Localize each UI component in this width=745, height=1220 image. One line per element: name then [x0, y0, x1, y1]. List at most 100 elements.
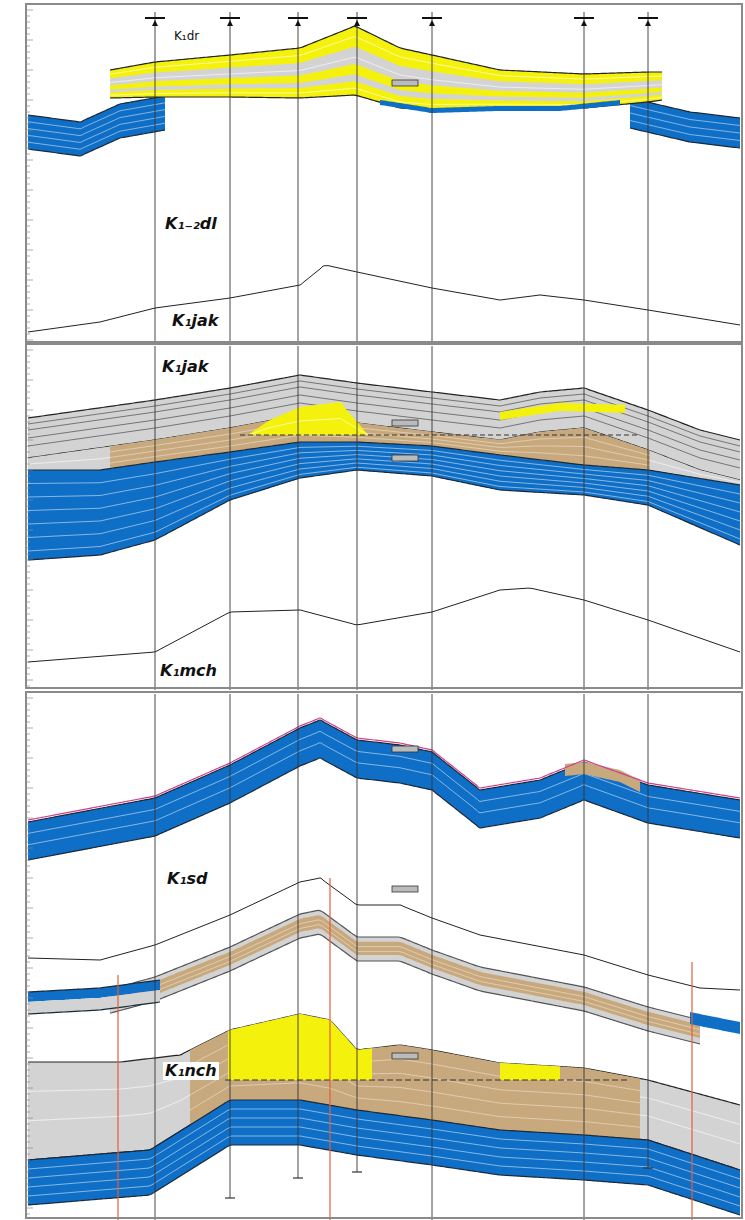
depth-tick: [26, 908, 33, 909]
well-marker: [638, 17, 658, 19]
well-arrow: [295, 20, 301, 26]
sample-box: [392, 80, 418, 86]
depth-tick: [26, 1028, 33, 1029]
depth-tick: [26, 16, 30, 17]
layer-boundary: [28, 470, 740, 560]
layer-boundary: [28, 130, 165, 156]
well-arrow: [152, 20, 158, 26]
depth-tick: [26, 1130, 30, 1131]
depth-tick: [26, 476, 30, 477]
depth-tick: [26, 340, 33, 341]
layer-stripe: [630, 121, 740, 141]
depth-tick: [26, 178, 30, 179]
well-line: [155, 346, 156, 690]
well-line: [648, 346, 649, 690]
layer-stripe: [28, 743, 740, 845]
depth-tick: [26, 656, 30, 657]
depth-tick: [26, 94, 30, 95]
layer-fill: [28, 96, 165, 156]
formation-label: K₁mch: [158, 662, 219, 680]
layer-stripe: [28, 103, 165, 129]
depth-tick: [26, 722, 30, 723]
depth-tick: [26, 536, 30, 537]
depth-tick: [26, 1124, 30, 1125]
depth-tick: [26, 548, 30, 549]
layer-fill: [690, 1012, 740, 1034]
depth-tick: [26, 1070, 30, 1071]
well-line: [155, 694, 156, 1220]
depth-tick: [26, 1082, 30, 1083]
panel-frame: [26, 344, 742, 688]
formation-label: K₁dr: [172, 30, 201, 44]
depth-tick: [26, 794, 30, 795]
depth-tick: [26, 386, 30, 387]
depth-tick: [26, 10, 33, 11]
depth-tick: [26, 1208, 33, 1209]
depth-tick: [26, 1154, 30, 1155]
depth-tick: [26, 854, 30, 855]
formation-label: K₁sd: [165, 870, 209, 888]
depth-tick: [26, 668, 30, 669]
depth-tick: [26, 782, 30, 783]
well-line: [584, 694, 585, 1220]
layer-fill: [110, 26, 662, 110]
depth-tick: [26, 64, 30, 65]
depth-tick: [26, 968, 33, 969]
wells: [145, 12, 658, 1220]
depth-tick: [26, 734, 30, 735]
depth-tick: [26, 196, 30, 197]
depth-tick: [26, 800, 30, 801]
depth-tick: [26, 154, 30, 155]
depth-tick: [26, 304, 30, 305]
depth-tick: [26, 244, 30, 245]
depth-tick: [26, 70, 33, 71]
layer-fill: [110, 910, 700, 1044]
depth-tick: [26, 926, 30, 927]
depth-tick: [26, 632, 30, 633]
panel-upper: [28, 26, 740, 332]
depth-tick: [26, 602, 30, 603]
depth-tick: [26, 1064, 30, 1065]
depth-tick: [26, 202, 30, 203]
depth-tick: [26, 226, 30, 227]
layer-stripe: [28, 1118, 740, 1188]
depth-tick: [26, 22, 30, 23]
layer-fill: [500, 1063, 560, 1080]
depth-tick: [26, 1184, 30, 1185]
depth-tick: [26, 812, 30, 813]
well-line: [584, 12, 585, 342]
depth-tick: [26, 524, 30, 525]
depth-tick: [26, 1016, 30, 1017]
depth-tick: [26, 506, 30, 507]
well-marker: [574, 17, 594, 19]
depth-tick: [26, 932, 30, 933]
depth-tick: [26, 1034, 30, 1035]
depth-tick: [26, 614, 30, 615]
depth-tick: [26, 256, 30, 257]
layer-fill: [28, 442, 740, 560]
depth-tick: [26, 746, 30, 747]
depth-tick: [26, 232, 30, 233]
depth-tick: [26, 494, 30, 495]
well-bottom: [643, 1167, 653, 1168]
fault-line: [691, 962, 692, 1220]
depth-tick: [26, 596, 30, 597]
sample-box: [392, 746, 418, 752]
well-line: [432, 12, 433, 342]
depth-tick: [26, 404, 30, 405]
well-line: [230, 694, 231, 1198]
depth-tick: [26, 298, 30, 299]
horizon-line: [28, 588, 740, 662]
depth-tick: [26, 560, 33, 561]
depth-tick: [26, 566, 30, 567]
well-marker: [422, 17, 442, 19]
depth-tick: [26, 328, 30, 329]
depth-tick: [26, 1022, 30, 1023]
panel-frame: [26, 692, 742, 1218]
depth-tick: [26, 626, 30, 627]
well-line: [648, 694, 649, 1168]
depth-tick: [26, 1142, 30, 1143]
depth-tick: [26, 872, 30, 873]
well-line: [357, 346, 358, 690]
layer-stripe: [28, 463, 740, 537]
